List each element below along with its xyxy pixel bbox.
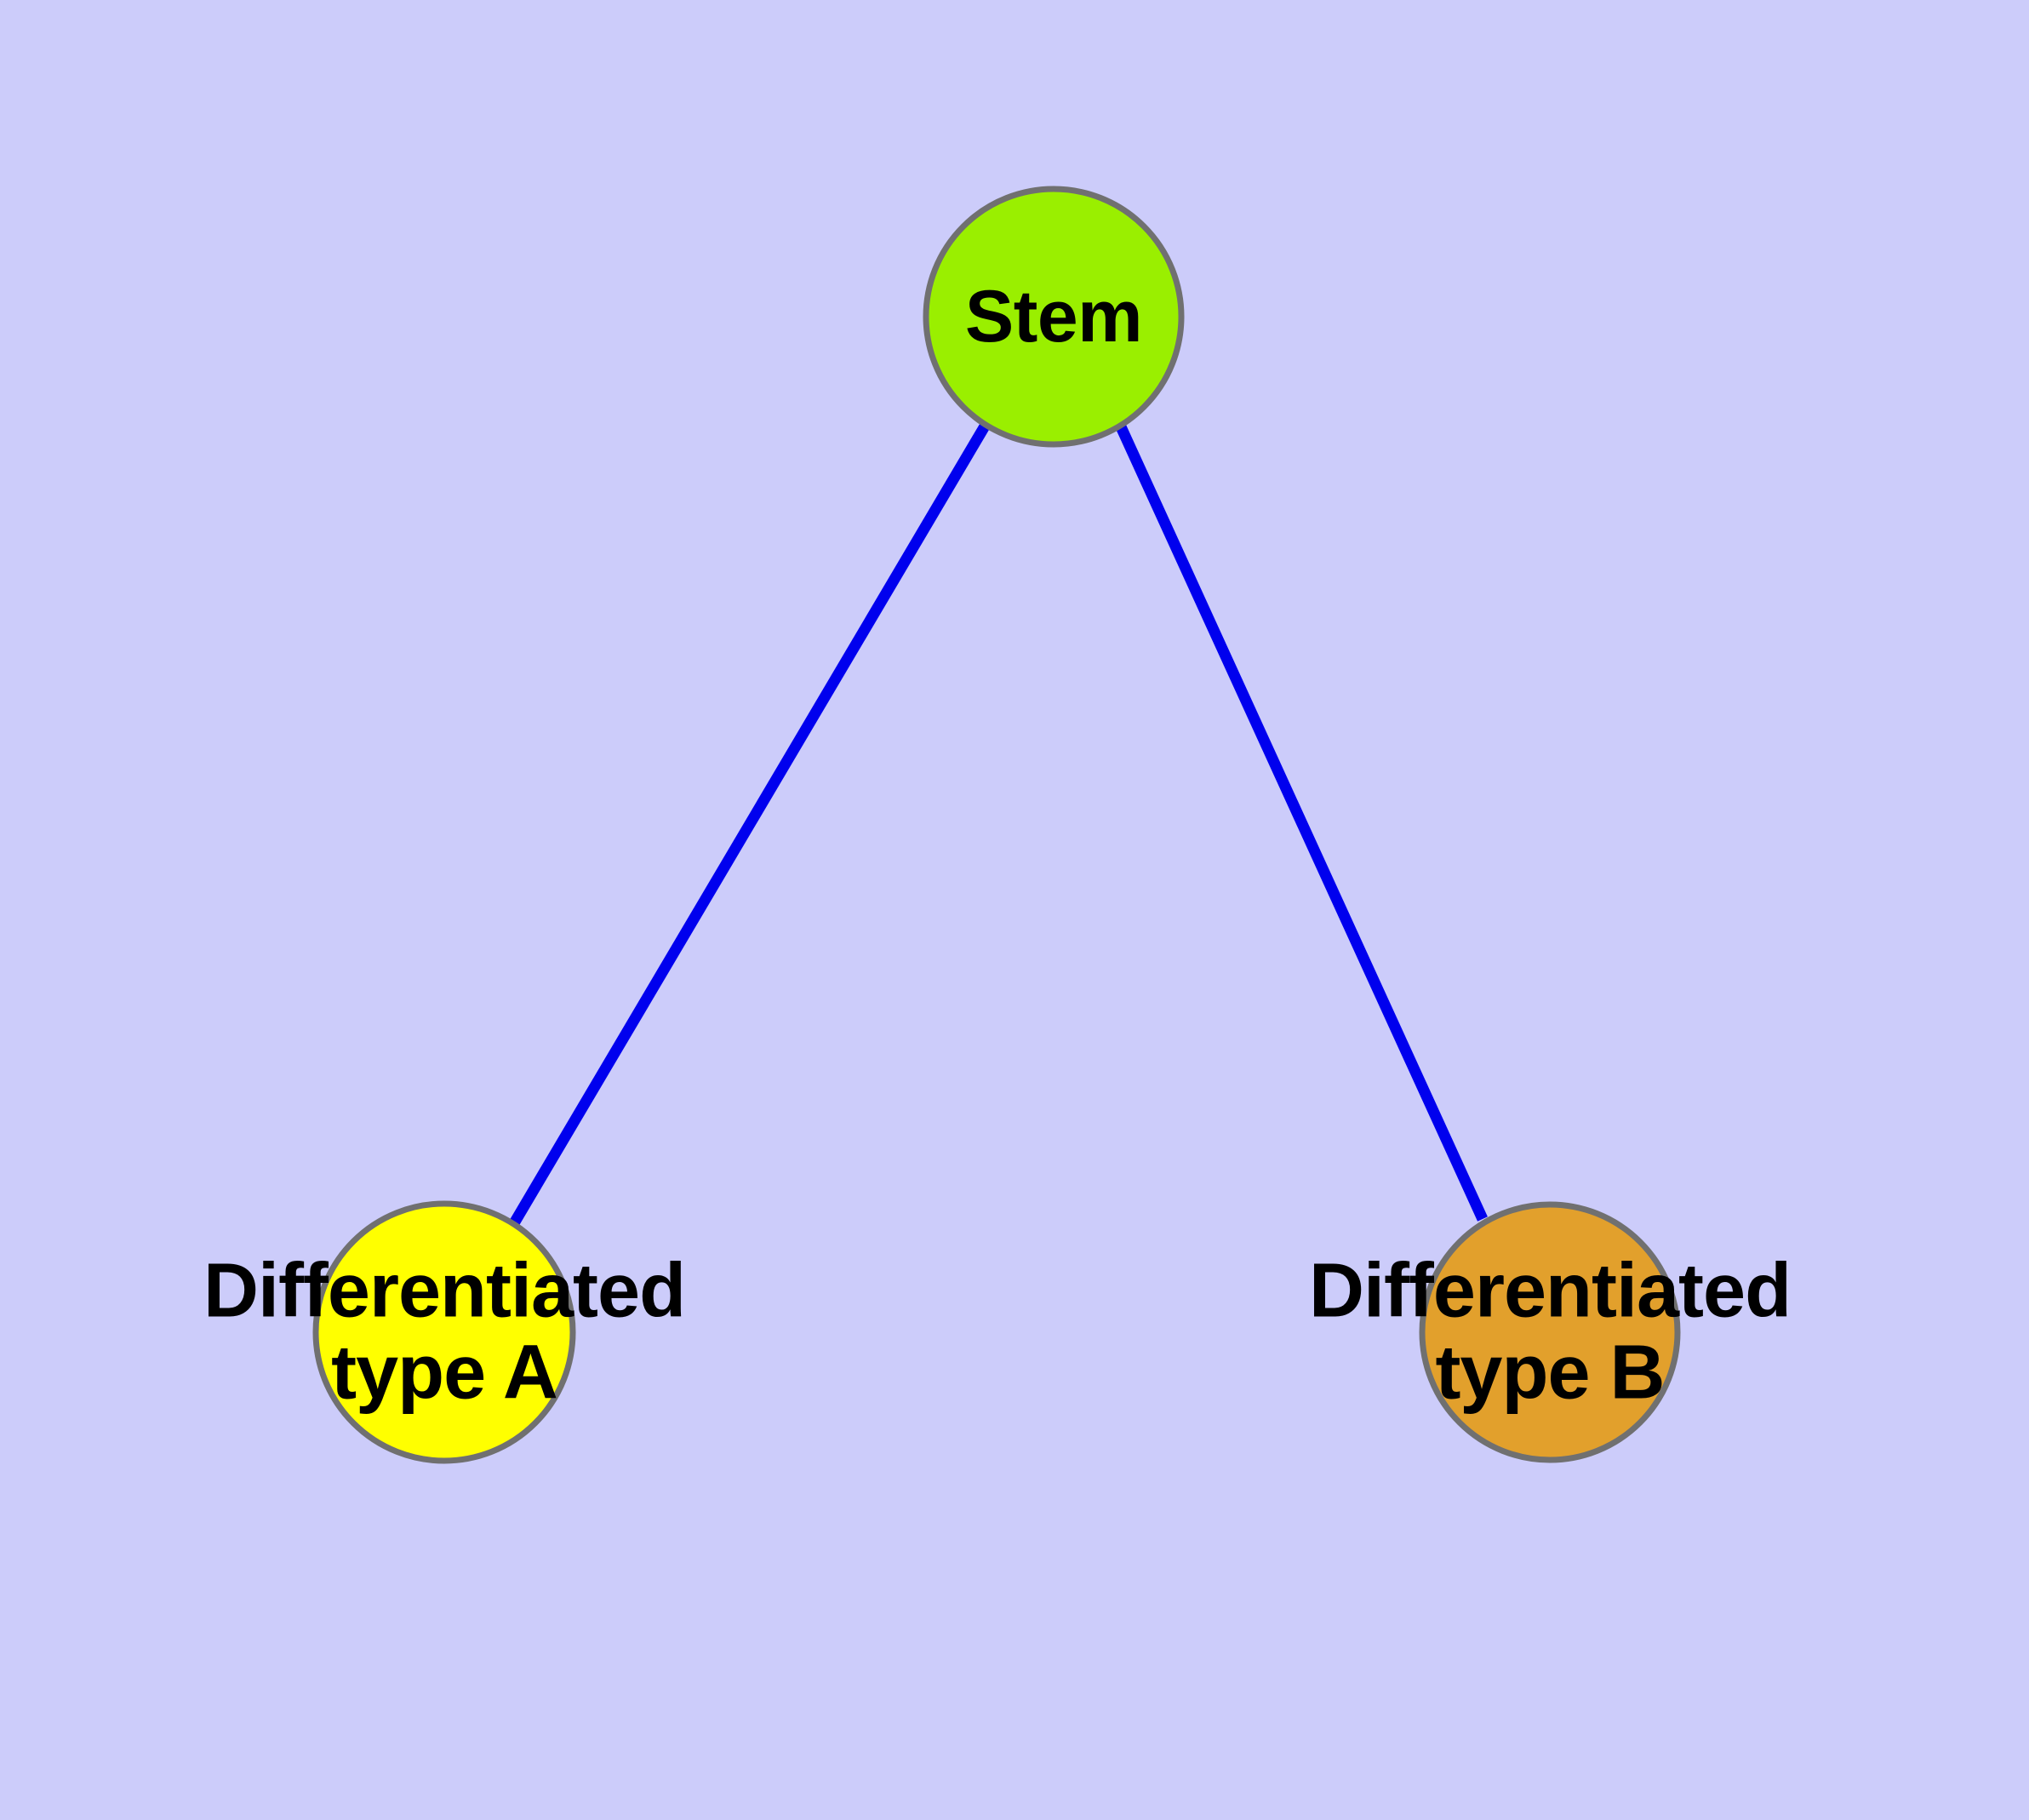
node-circle-stem[interactable] bbox=[923, 186, 1185, 448]
edge-layer bbox=[509, 421, 1488, 1227]
node-circle-differentiated-type-a[interactable] bbox=[312, 1200, 576, 1464]
edge-stem-to-differentiated-type-a[interactable] bbox=[509, 421, 991, 1227]
node-layer bbox=[312, 186, 1681, 1464]
node-circle-differentiated-type-b[interactable] bbox=[1419, 1201, 1681, 1463]
edge-stem-to-differentiated-type-b[interactable] bbox=[1114, 421, 1488, 1222]
